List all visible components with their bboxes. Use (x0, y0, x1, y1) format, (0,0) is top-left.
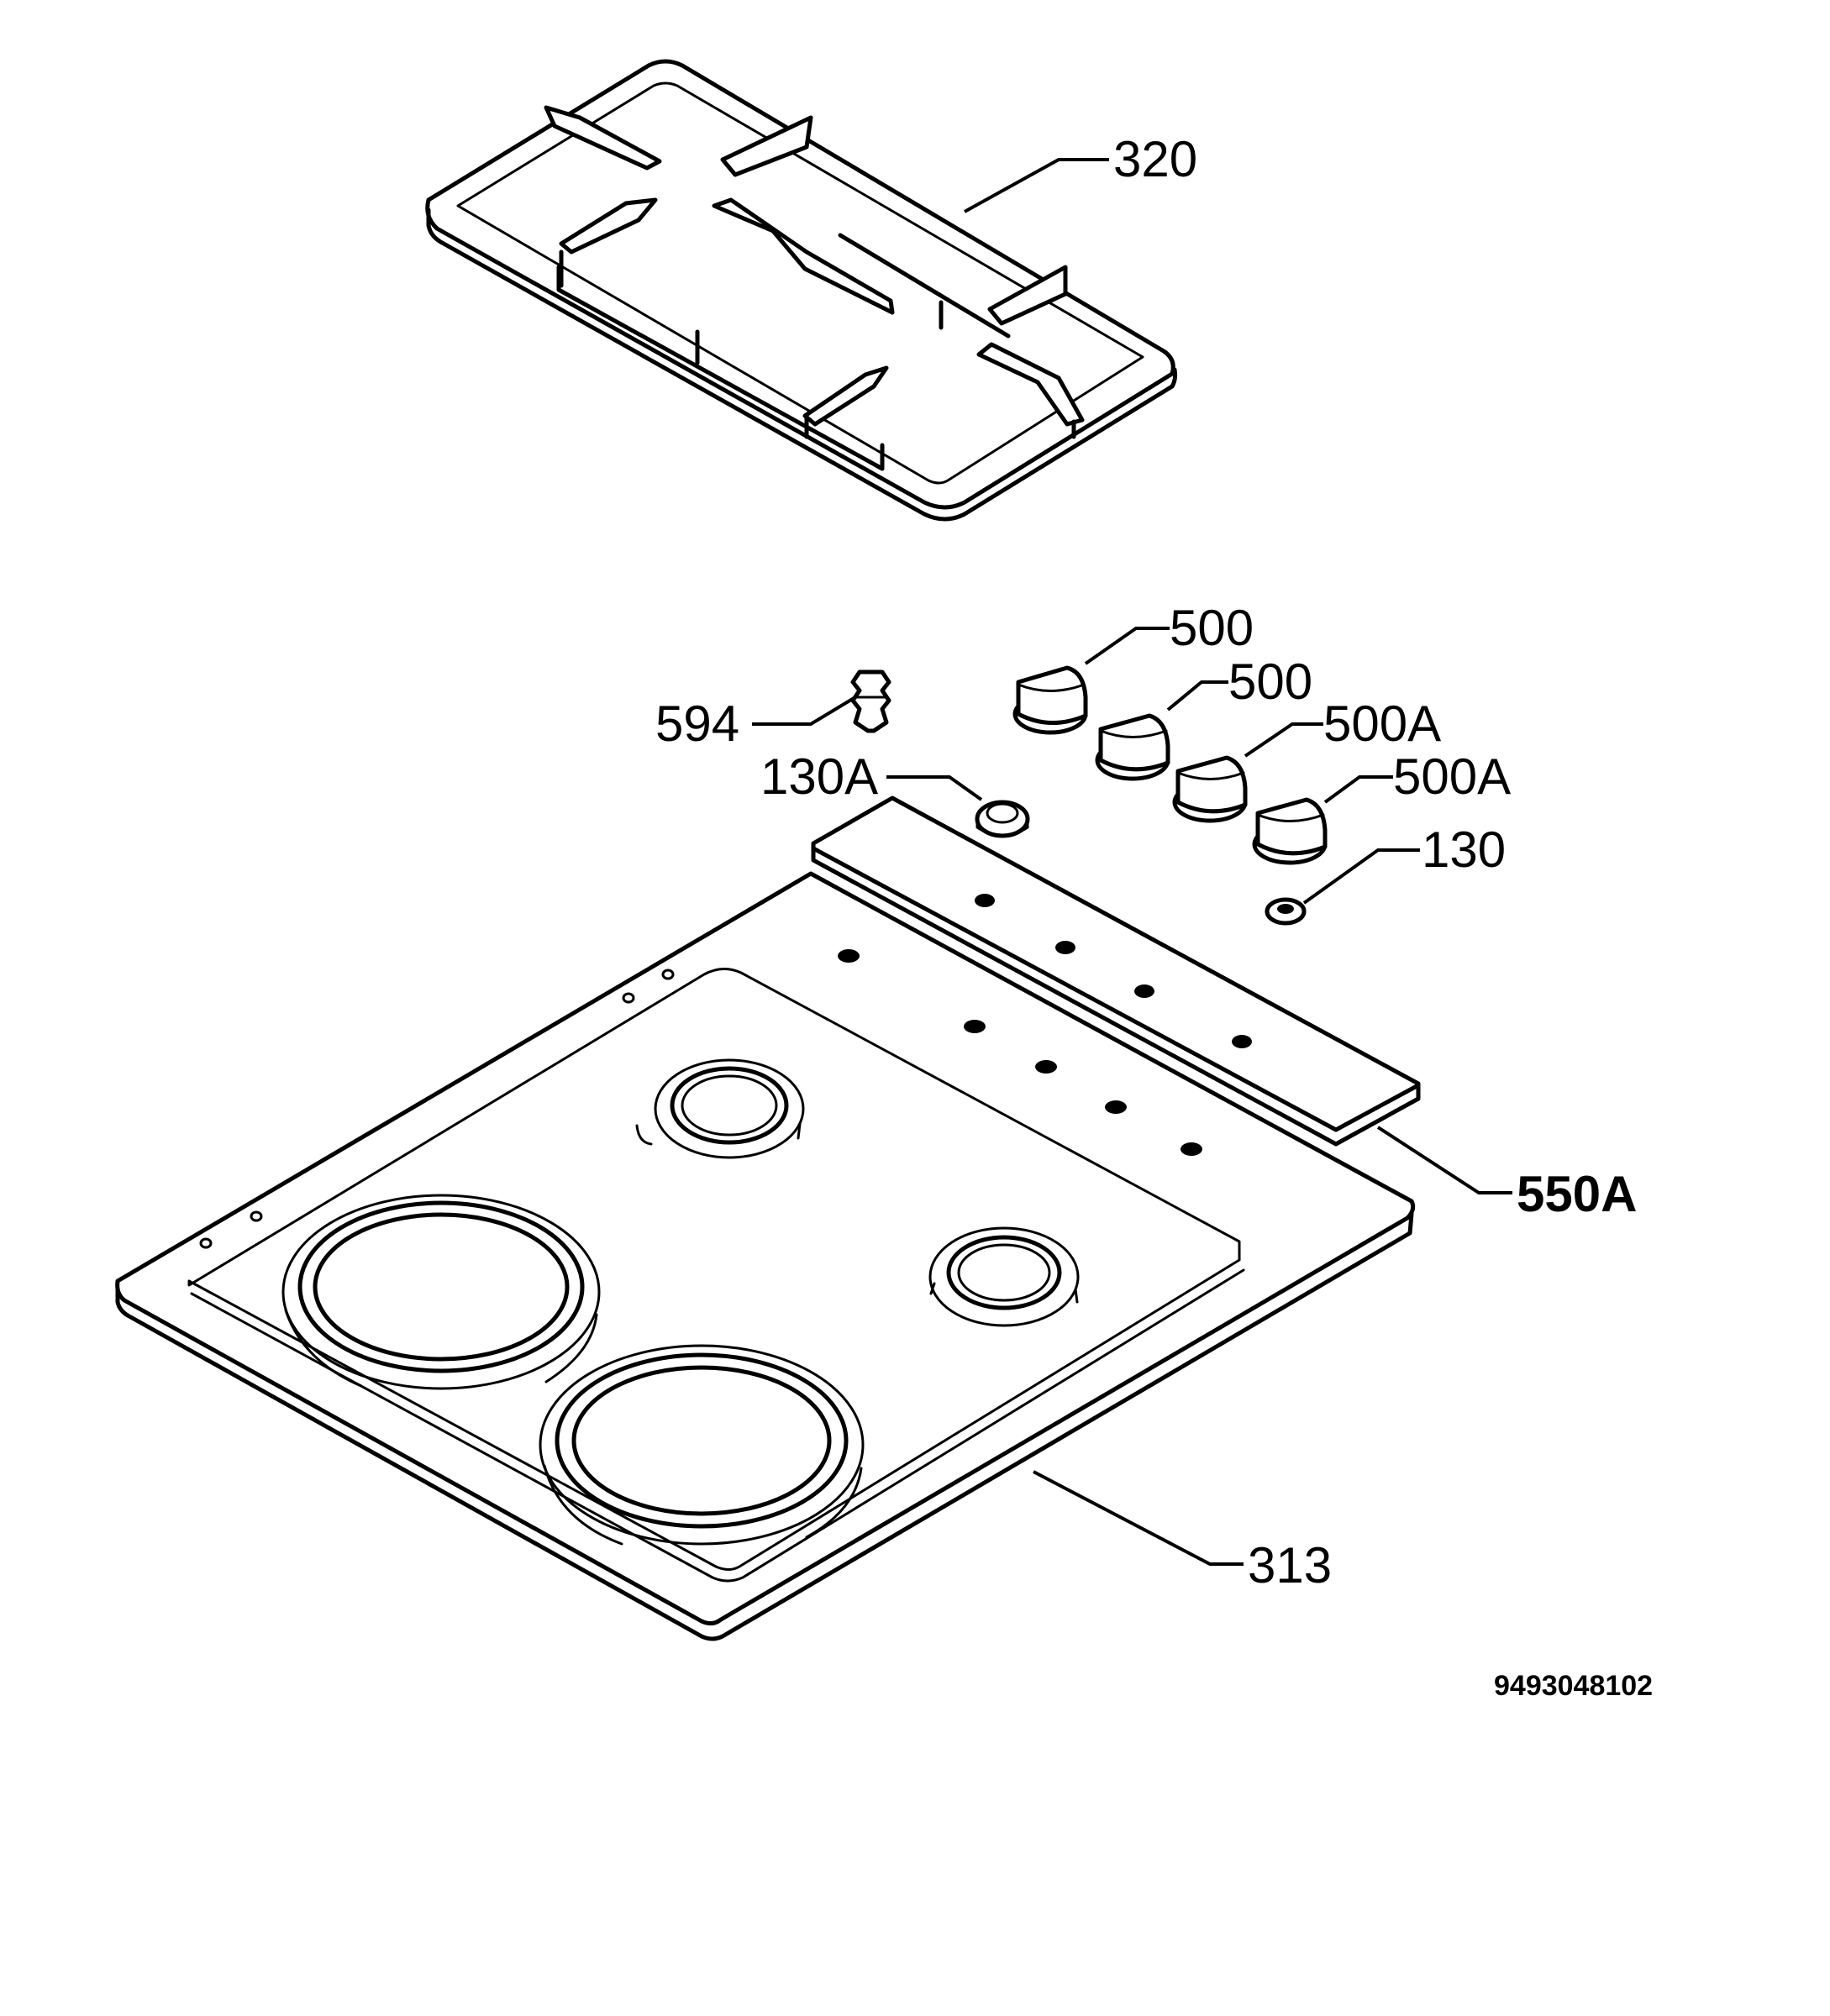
edge-hole (622, 992, 635, 1004)
control-knob (1012, 665, 1088, 735)
leader-500-first (1084, 627, 1170, 665)
hob-hole (1035, 1060, 1057, 1074)
hob-hole (838, 949, 860, 963)
control-knob (1172, 755, 1248, 823)
document-number: 9493048102 (1494, 1670, 1653, 1702)
leader-130a (886, 775, 983, 801)
leader-500a-first (1244, 722, 1323, 758)
burner-rear-small (635, 1058, 805, 1159)
burner-right-small (928, 1226, 1080, 1327)
edge-hole (661, 969, 675, 980)
label-313: 313 (1248, 1537, 1332, 1593)
ring-130 (1265, 897, 1307, 926)
label-550a: 550A (1517, 1166, 1637, 1222)
hotplate-front-large (539, 1344, 865, 1546)
leader-550a (1376, 1126, 1512, 1194)
pan-support-grid (425, 59, 1178, 522)
hob-hole (1105, 1100, 1127, 1114)
label-500a-second: 500A (1393, 748, 1511, 805)
leader-500-second (1166, 680, 1228, 711)
label-130a: 130A (760, 748, 878, 805)
label-500-first: 500 (1170, 600, 1254, 656)
edge-hole (250, 1210, 263, 1222)
leader-313 (1033, 1470, 1244, 1566)
panel-hole (1134, 984, 1154, 998)
panel-hole (1055, 941, 1075, 954)
leader-500a-second (1323, 775, 1393, 804)
leader-594 (752, 696, 857, 726)
panel-hole (975, 894, 995, 907)
control-knob (1252, 797, 1328, 865)
label-500a-first: 500A (1323, 696, 1441, 752)
injector-nozzle (850, 669, 891, 733)
label-500-second: 500 (1228, 654, 1312, 710)
hob-hole (964, 1020, 986, 1033)
label-130: 130 (1422, 822, 1506, 878)
panel-hole (1232, 1035, 1252, 1048)
hob-hole (1181, 1142, 1202, 1156)
leader-130 (1302, 848, 1420, 905)
control-panel-strip (811, 795, 1421, 1147)
hotplate-left-large (281, 1194, 601, 1390)
leader-320 (964, 158, 1109, 213)
edge-hole (199, 1237, 213, 1249)
label-594: 594 (655, 696, 739, 752)
label-320: 320 (1113, 131, 1197, 187)
hob-top-plate (115, 871, 1416, 1641)
ring-130a (975, 800, 1030, 838)
control-knob (1095, 713, 1170, 781)
